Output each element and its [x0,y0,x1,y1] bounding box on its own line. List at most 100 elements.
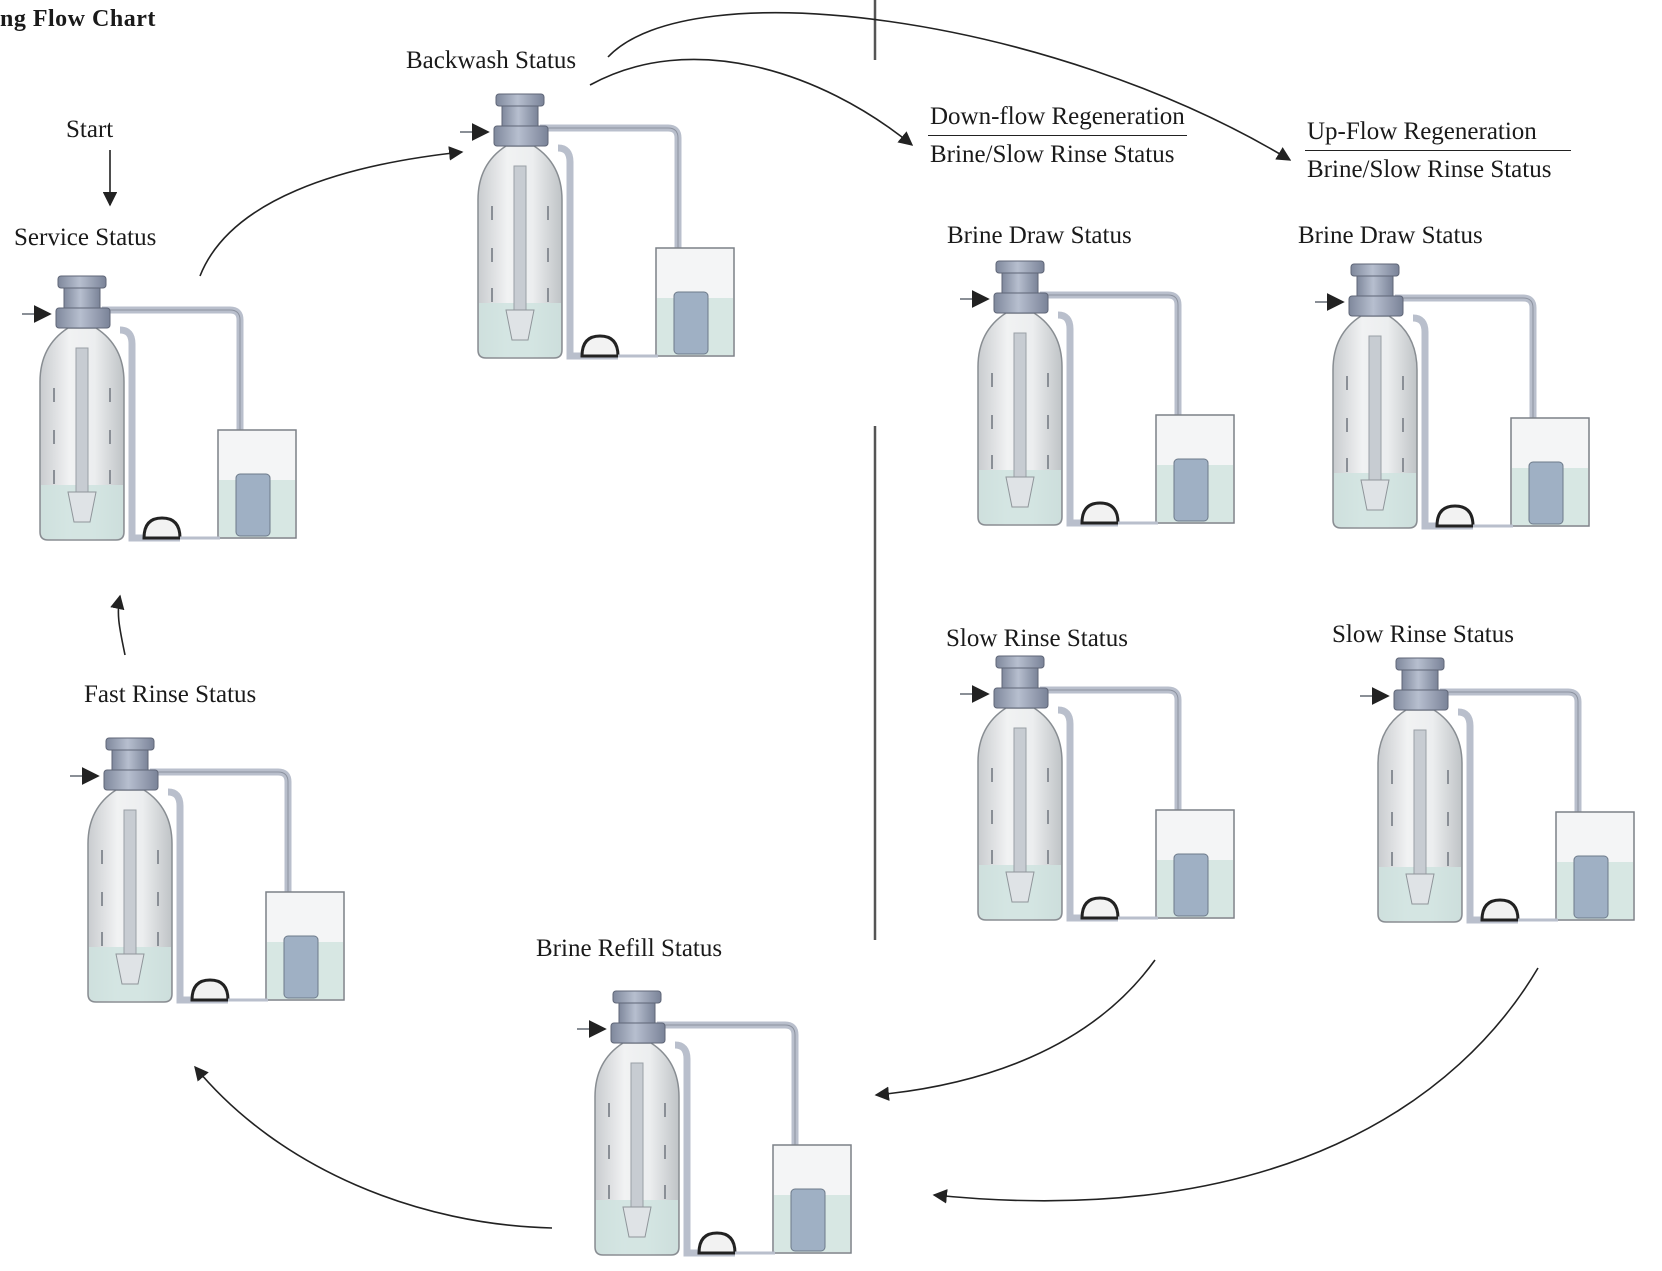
service-status-label: Service Status [14,224,157,251]
backwash-status-label: Backwash Status [406,47,577,74]
brine-pipe-edge [150,771,289,952]
arrow-slowrinse-down-to-refill [874,959,1156,1101]
page-title: ng Flow Chart [0,6,156,32]
riser-tube [513,165,527,312]
brine-pipe-edge [1440,691,1579,872]
valve-body-top [1001,272,1039,294]
valve-cap [995,260,1045,274]
fast-rinse-label: Fast Rinse Status [84,681,257,708]
valve-body [1393,689,1449,711]
brine-pipe-edge [1395,297,1534,478]
brine-pipe-edge [1040,294,1179,475]
valve-body [55,307,111,329]
downflow-subtitle: Brine/Slow Rinse Status [930,141,1175,168]
injector-icon [190,978,230,1002]
bottom-distributor [622,1206,652,1238]
valve-body [610,1022,666,1044]
arrow-fastrinse-to-service [110,594,126,656]
slow-rinse-up-label: Slow Rinse Status [1332,621,1514,648]
brine-well [1173,458,1209,522]
brine-well [1528,461,1564,525]
riser-tube [75,347,89,494]
valve-body-top [1401,669,1439,691]
valve-cap [495,93,545,107]
bottom-distributor [1405,873,1435,905]
valve-body [103,769,159,791]
bottom-distributor [115,953,145,985]
downflow-regeneration-heading: Down-flow Regeneration Brine/Slow Rinse … [928,104,1187,167]
arrow-slowrinse-up-to-refill [932,967,1539,1204]
brine-well [790,1188,826,1252]
brine-well [673,291,709,355]
riser-tube [630,1062,644,1209]
brine-draw-up-label: Brine Draw Status [1298,222,1483,249]
brine-draw-down-unit-illustration [960,260,1235,527]
valve-cap [1350,263,1400,277]
bottom-distributor [1360,479,1390,511]
drain-pipe [1412,314,1473,530]
valve-cap [612,990,662,1004]
bottom-distributor [505,309,535,341]
valve-cap [57,275,107,289]
upflow-title: Up-Flow Regeneration [1305,119,1571,151]
brine-pipe-edge [102,309,241,490]
valve-body [1348,295,1404,317]
injector-icon [142,516,182,540]
valve-body-top [501,105,539,127]
valve-body-top [618,1002,656,1024]
brine-draw-up-unit-illustration [1315,263,1590,530]
upflow-subtitle: Brine/Slow Rinse Status [1307,156,1552,183]
riser-tube [1013,332,1027,479]
service-unit-illustration [22,275,297,542]
brine-well [1573,855,1609,919]
valve-body [993,292,1049,314]
drain-pipe [1057,311,1118,527]
brine-draw-down-label: Brine Draw Status [947,222,1132,249]
brine-refill-unit-illustration [577,990,852,1257]
slow-rinse-down-unit-illustration [960,655,1235,922]
drain-pipe [1457,708,1518,924]
injector-icon [1480,898,1520,922]
brine-well [283,935,319,999]
injector-icon [697,1231,737,1255]
valve-body-top [111,749,149,771]
arrow-backwash-to-downflow [589,58,914,146]
drain-pipe [167,788,228,1004]
brine-pipe-edge [540,127,679,308]
brine-pipe-edge [657,1024,796,1205]
downflow-title: Down-flow Regeneration [928,104,1187,136]
drain-pipe [1057,706,1118,922]
drain-pipe [674,1041,735,1257]
backwash-unit-illustration [460,93,735,360]
bottom-distributor [67,491,97,523]
valve-cap [1395,657,1445,671]
injector-icon [580,334,620,358]
valve-cap [105,737,155,751]
upflow-regeneration-heading: Up-Flow Regeneration Brine/Slow Rinse St… [1305,119,1571,182]
valve-cap [995,655,1045,669]
arrow-backwash-to-upflow [607,12,1292,161]
brine-well [235,473,271,537]
riser-tube [1368,335,1382,482]
valve-body-top [63,287,101,309]
drain-pipe [557,144,618,360]
valve-body-top [1356,275,1394,297]
start-label: Start [66,116,114,143]
slow-rinse-down-label: Slow Rinse Status [946,625,1128,652]
brine-pipe-edge [1040,689,1179,870]
valve-body-top [1001,667,1039,689]
valve-body [493,125,549,147]
fast-rinse-unit-illustration [70,737,345,1004]
riser-tube [123,809,137,956]
brine-refill-label: Brine Refill Status [536,935,723,962]
injector-icon [1080,896,1120,920]
riser-tube [1013,727,1027,874]
riser-tube [1413,729,1427,876]
bottom-distributor [1005,871,1035,903]
arrow-service-to-backwash [199,146,464,277]
valve-body [993,687,1049,709]
bottom-distributor [1005,476,1035,508]
arrow-refill-to-fastrinse [194,1065,553,1229]
